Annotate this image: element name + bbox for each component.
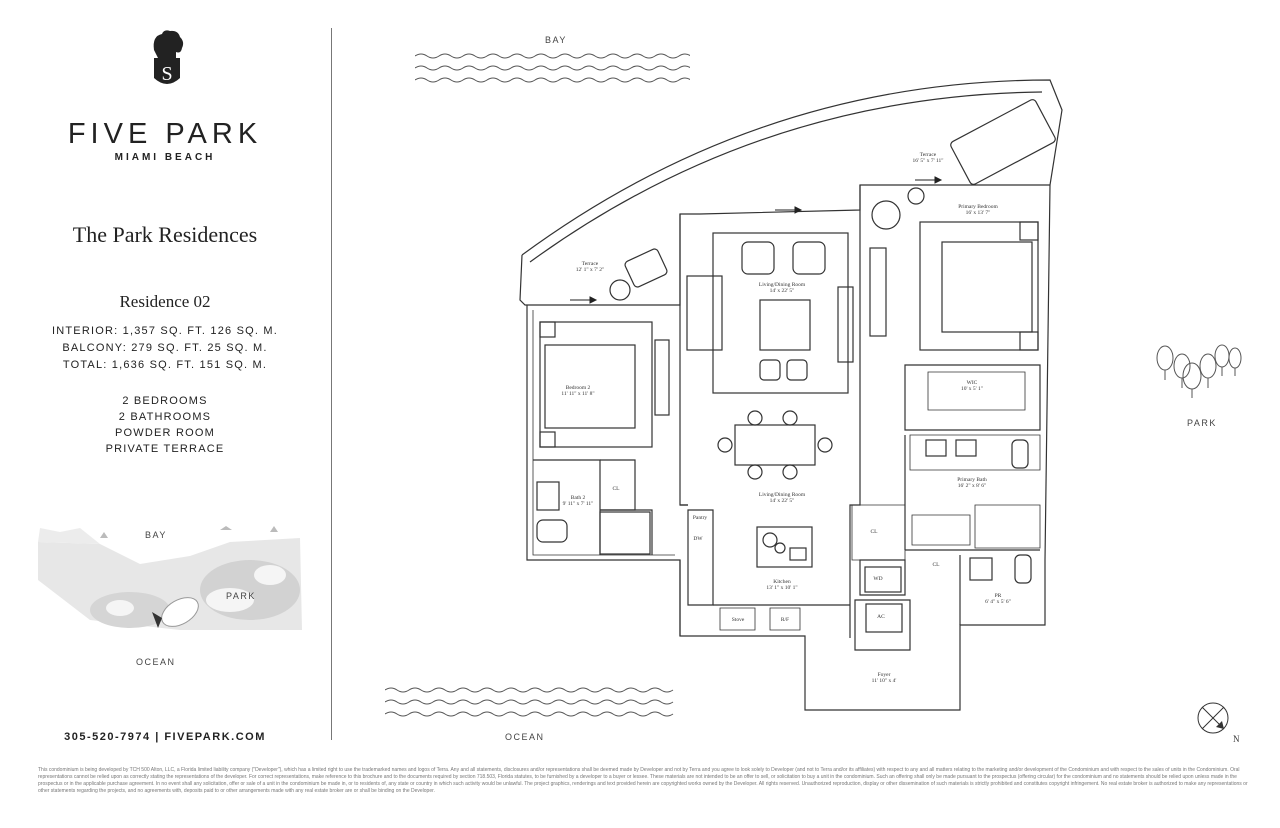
- dishwasher-label: DW: [693, 536, 703, 542]
- room-dim-terrace-main: 16' 5" x 7' 11": [912, 158, 943, 164]
- room-name-bedroom2: Bedroom 2: [566, 385, 591, 391]
- bay-label: BAY: [545, 35, 567, 45]
- room-dim-bath2: 9' 11" x 7' 11": [563, 501, 594, 507]
- park-trees-icon: [1156, 344, 1242, 398]
- ac-label: AC: [877, 614, 885, 620]
- brand-location: MIAMI BEACH: [114, 152, 216, 163]
- elephant-emblem-icon: S: [153, 30, 184, 85]
- room-dim-kitchen: 13' 1" x 10' 1": [766, 585, 797, 591]
- room-dim-living-top: 14' x 22' 5": [770, 288, 795, 294]
- stove-label: Stove: [732, 617, 745, 623]
- ocean-label: OCEAN: [505, 732, 545, 742]
- feature-bathrooms: 2 BATHROOMS: [118, 411, 212, 423]
- feature-terrace: PRIVATE TERRACE: [105, 443, 225, 455]
- room-name-primary-bedroom: Primary Bedroom: [958, 204, 998, 210]
- area-total: TOTAL: 1,636 SQ. FT. 151 SQ. M.: [62, 359, 268, 371]
- closet-label-2: CL: [870, 529, 878, 535]
- room-name-terrace-main: Terrace: [920, 152, 937, 158]
- room-name-foyer: Foyer: [878, 672, 891, 678]
- pantry-label: Pantry: [693, 515, 708, 521]
- room-name-living-top: Living/Dining Room: [759, 282, 806, 288]
- park-label: PARK: [1187, 418, 1217, 428]
- contact-info: 305-520-7974 | FIVEPARK.COM: [64, 731, 266, 743]
- room-dim-terrace-left: 12' 1" x 7' 2": [576, 267, 604, 273]
- legal-disclaimer: This condominium is being developed by T…: [38, 767, 1248, 794]
- room-dim-bedroom2: 11' 11" x 11' 8": [561, 391, 594, 397]
- room-name-wic: WIC: [967, 380, 978, 386]
- room-name-terrace-left: Terrace: [582, 261, 599, 267]
- closet-label-3: CL: [932, 562, 940, 568]
- north-arrow-icon: N: [1197, 702, 1240, 744]
- area-interior: INTERIOR: 1,357 SQ. FT. 126 SQ. M.: [51, 325, 279, 337]
- emblem-letter: S: [161, 63, 172, 85]
- keyplan-ocean-label: OCEAN: [136, 657, 176, 667]
- room-name-primary-bath: Primary Bath: [957, 477, 987, 483]
- feature-powder-room: POWDER ROOM: [115, 427, 215, 439]
- bay-waves: [415, 53, 690, 83]
- north-label: N: [1233, 734, 1240, 744]
- room-dim-living-bottom: 14' x 22' 5": [770, 498, 795, 504]
- collection-title: The Park Residences: [72, 222, 258, 247]
- refrigerator-label: R/F: [781, 617, 789, 623]
- area-balcony: BALCONY: 279 SQ. FT. 25 SQ. M.: [62, 342, 268, 354]
- room-name-living-bottom: Living/Dining Room: [759, 492, 806, 498]
- room-dim-foyer: 11' 10" x 4': [872, 678, 897, 684]
- brand-wordmark: FIVE PARK: [67, 118, 263, 150]
- keyplan-bay-label: BAY: [145, 530, 167, 540]
- panel-divider: [331, 28, 332, 740]
- room-dim-wic: 10' x 5' 1": [961, 386, 983, 392]
- site-key-plan: [38, 526, 302, 630]
- room-name-kitchen: Kitchen: [773, 579, 791, 585]
- washer-dryer-label: WD: [873, 576, 882, 582]
- ocean-waves: [385, 687, 674, 717]
- room-dim-pr: 6' 4" x 5' 6": [985, 599, 1011, 605]
- residence-name: Residence 02: [119, 292, 211, 311]
- keyplan-park-label: PARK: [226, 591, 256, 601]
- room-name-bath2: Bath 2: [571, 495, 586, 501]
- room-dim-primary-bedroom: 16' x 13' 7": [966, 210, 991, 216]
- closet-label-1: CL: [612, 486, 620, 492]
- room-name-pr: PR: [995, 593, 1002, 599]
- room-dim-primary-bath: 16' 2" x 8' 6": [958, 483, 986, 489]
- feature-bedrooms: 2 BEDROOMS: [122, 395, 208, 407]
